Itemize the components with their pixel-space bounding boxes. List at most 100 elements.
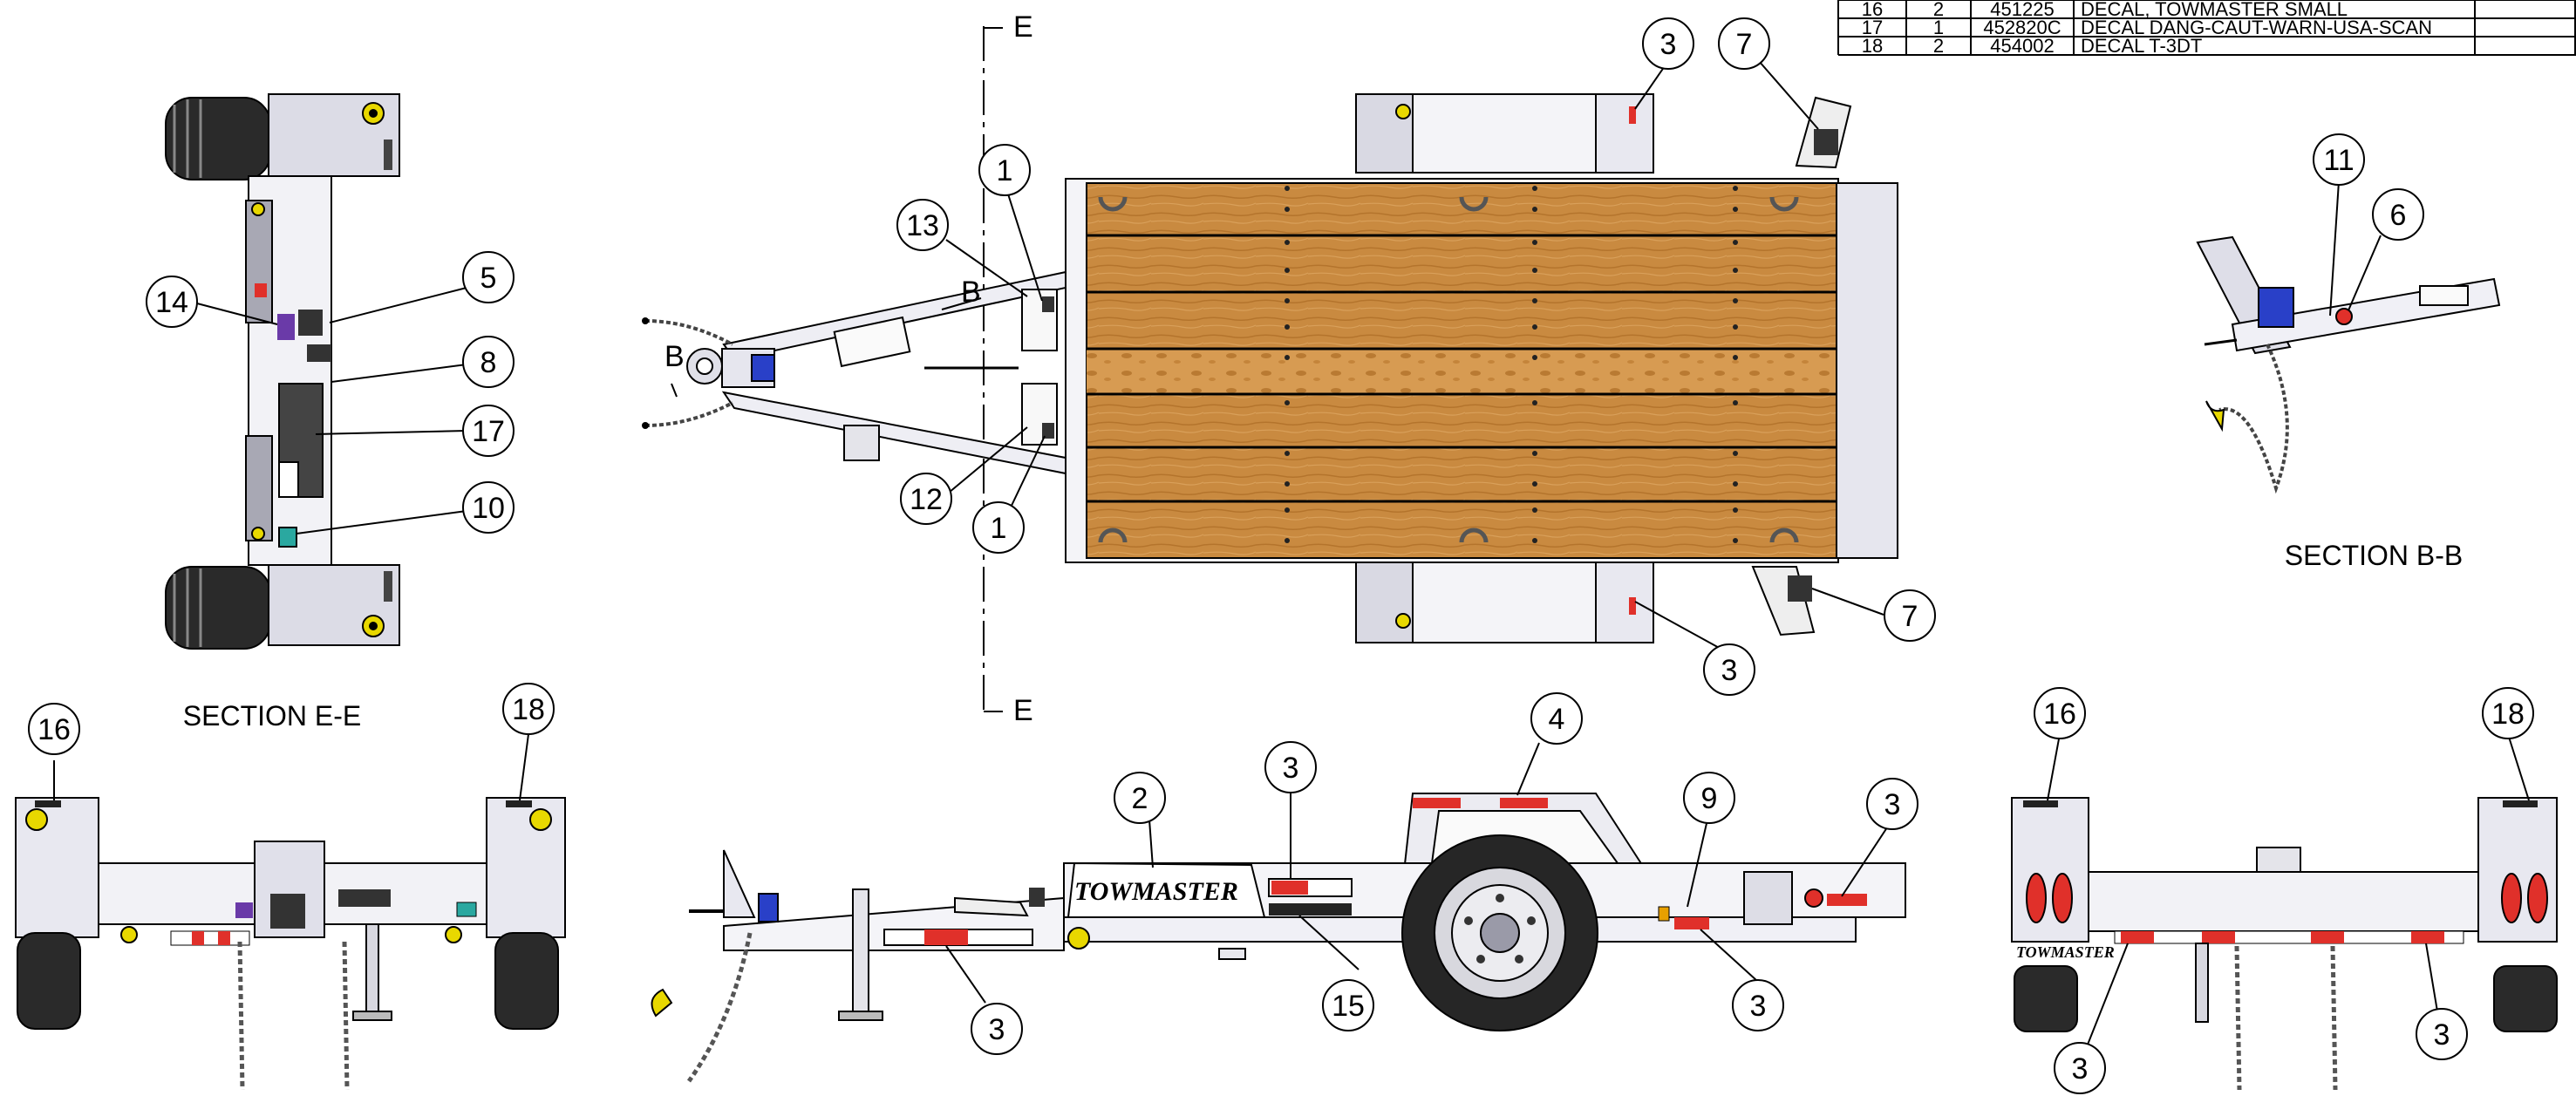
side-view: TOWMASTER xyxy=(651,742,1906,1083)
balloon-label: 18 xyxy=(2491,698,2525,731)
balloon-3: 3 xyxy=(2054,1042,2106,1094)
bom-cell-item: 17 xyxy=(1862,17,1883,38)
balloon-3: 3 xyxy=(971,1003,1023,1055)
balloon-label: 7 xyxy=(1902,600,1918,633)
balloon-10: 10 xyxy=(462,481,515,534)
balloon-7: 7 xyxy=(1718,17,1770,70)
balloon-label: 18 xyxy=(512,693,545,726)
balloon-circle xyxy=(146,276,198,328)
rear-view: TOWMASTER xyxy=(2011,733,2558,1091)
balloon-3: 3 xyxy=(1264,741,1317,793)
balloon-circle xyxy=(1322,979,1374,1031)
balloon-circle xyxy=(1703,643,1755,696)
caption-section-ee: SECTION E-E xyxy=(183,700,361,732)
balloon-label: 3 xyxy=(1721,654,1738,687)
balloon-label: 2 xyxy=(1132,782,1148,815)
bom-row: 18 2 454002 DECAL T-3DT xyxy=(1862,35,2203,57)
section-mark-b-upper: B xyxy=(664,340,685,373)
balloon-17: 17 xyxy=(462,405,515,457)
bom-cell-part: 452820C xyxy=(1983,17,2061,38)
balloon-circle xyxy=(462,481,515,534)
bom-table: 16 2 451225 DECAL, TOWMASTER SMALL 17 1 452820… xyxy=(1837,0,2576,57)
side-logo-towmaster: TOWMASTER xyxy=(1074,877,1238,906)
caption-section-bb: SECTION B-B xyxy=(2285,540,2463,571)
balloon-circle xyxy=(1114,772,1166,824)
balloon-3: 3 xyxy=(1703,643,1755,696)
bom-cell-desc: DECAL T-3DT xyxy=(2081,35,2202,57)
balloon-circle xyxy=(896,199,949,251)
balloon-label: 8 xyxy=(480,346,497,379)
balloon-label: 3 xyxy=(1750,990,1767,1023)
section-mark-e-top: E xyxy=(1013,10,1033,44)
balloon-circle xyxy=(2034,687,2086,739)
balloon-circle xyxy=(1264,741,1317,793)
bom-cell-desc: DECAL, TOWMASTER SMALL xyxy=(2081,0,2348,20)
balloon-label: 12 xyxy=(910,483,943,516)
balloon-label: 17 xyxy=(472,415,505,448)
bom-cell-qty: 2 xyxy=(1933,35,1944,57)
balloon-label: 10 xyxy=(472,492,505,525)
balloon-15: 15 xyxy=(1322,979,1374,1031)
balloon-circle xyxy=(462,336,515,388)
balloon-8: 8 xyxy=(462,336,515,388)
balloon-18: 18 xyxy=(2482,687,2534,739)
balloon-label: 3 xyxy=(1884,788,1901,821)
balloon-label: 14 xyxy=(155,286,188,319)
balloon-label: 3 xyxy=(1660,28,1677,61)
balloon-label: 5 xyxy=(480,262,497,295)
balloon-circle xyxy=(900,473,952,525)
balloon-label: 3 xyxy=(2072,1052,2089,1086)
balloon-9: 9 xyxy=(1683,772,1735,824)
rear-logo-towmaster: TOWMASTER xyxy=(2016,943,2115,961)
balloon-circle xyxy=(971,1003,1023,1055)
plan-view: E E xyxy=(642,10,1898,727)
balloon-3: 3 xyxy=(1732,979,1784,1031)
balloon-circle xyxy=(1866,778,1918,830)
balloon-18: 18 xyxy=(502,683,555,735)
bom-cell-item: 16 xyxy=(1862,0,1883,20)
balloon-label: 13 xyxy=(906,209,939,242)
section-ee-view: SECTION E-E xyxy=(165,93,467,732)
section-mark-e-bottom: E xyxy=(1013,694,1033,727)
balloon-3: 3 xyxy=(2416,1008,2468,1060)
balloon-label: 4 xyxy=(1549,703,1565,736)
balloon-3: 3 xyxy=(1866,778,1918,830)
balloon-16: 16 xyxy=(28,703,80,755)
balloon-circle xyxy=(2416,1008,2468,1060)
section-bb-view: SECTION B-B xyxy=(2196,180,2501,571)
balloon-1: 1 xyxy=(972,501,1025,554)
balloon-circle xyxy=(1732,979,1784,1031)
balloon-circle xyxy=(1642,17,1694,70)
front-view-left xyxy=(15,733,566,1091)
balloon-label: 15 xyxy=(1332,990,1365,1023)
balloon-11: 11 xyxy=(2313,133,2365,186)
balloon-6: 6 xyxy=(2372,188,2424,241)
balloon-circle xyxy=(978,144,1031,196)
balloon-circle xyxy=(972,501,1025,554)
balloon-label: 16 xyxy=(37,713,71,746)
balloon-circle xyxy=(1884,589,1936,642)
bom-cell-qty: 1 xyxy=(1933,17,1944,38)
balloon-circle xyxy=(2313,133,2365,186)
balloon-label: 1 xyxy=(991,512,1007,545)
balloon-circle xyxy=(2054,1042,2106,1094)
bom-cell-item: 18 xyxy=(1862,35,1883,57)
balloon-3: 3 xyxy=(1642,17,1694,70)
balloon-2: 2 xyxy=(1114,772,1166,824)
bom-cell-part: 454002 xyxy=(1990,35,2054,57)
balloon-circle xyxy=(2372,188,2424,241)
balloon-1: 1 xyxy=(978,144,1031,196)
balloon-12: 12 xyxy=(900,473,952,525)
balloon-5: 5 xyxy=(462,251,515,303)
balloon-label: 3 xyxy=(989,1013,1005,1046)
balloon-7: 7 xyxy=(1884,589,1936,642)
balloon-circle xyxy=(502,683,555,735)
balloon-circle xyxy=(1683,772,1735,824)
balloon-circle xyxy=(2482,687,2534,739)
bom-cell-part: 451225 xyxy=(1990,0,2054,20)
balloon-label: 3 xyxy=(1283,752,1299,785)
balloon-circle xyxy=(462,251,515,303)
